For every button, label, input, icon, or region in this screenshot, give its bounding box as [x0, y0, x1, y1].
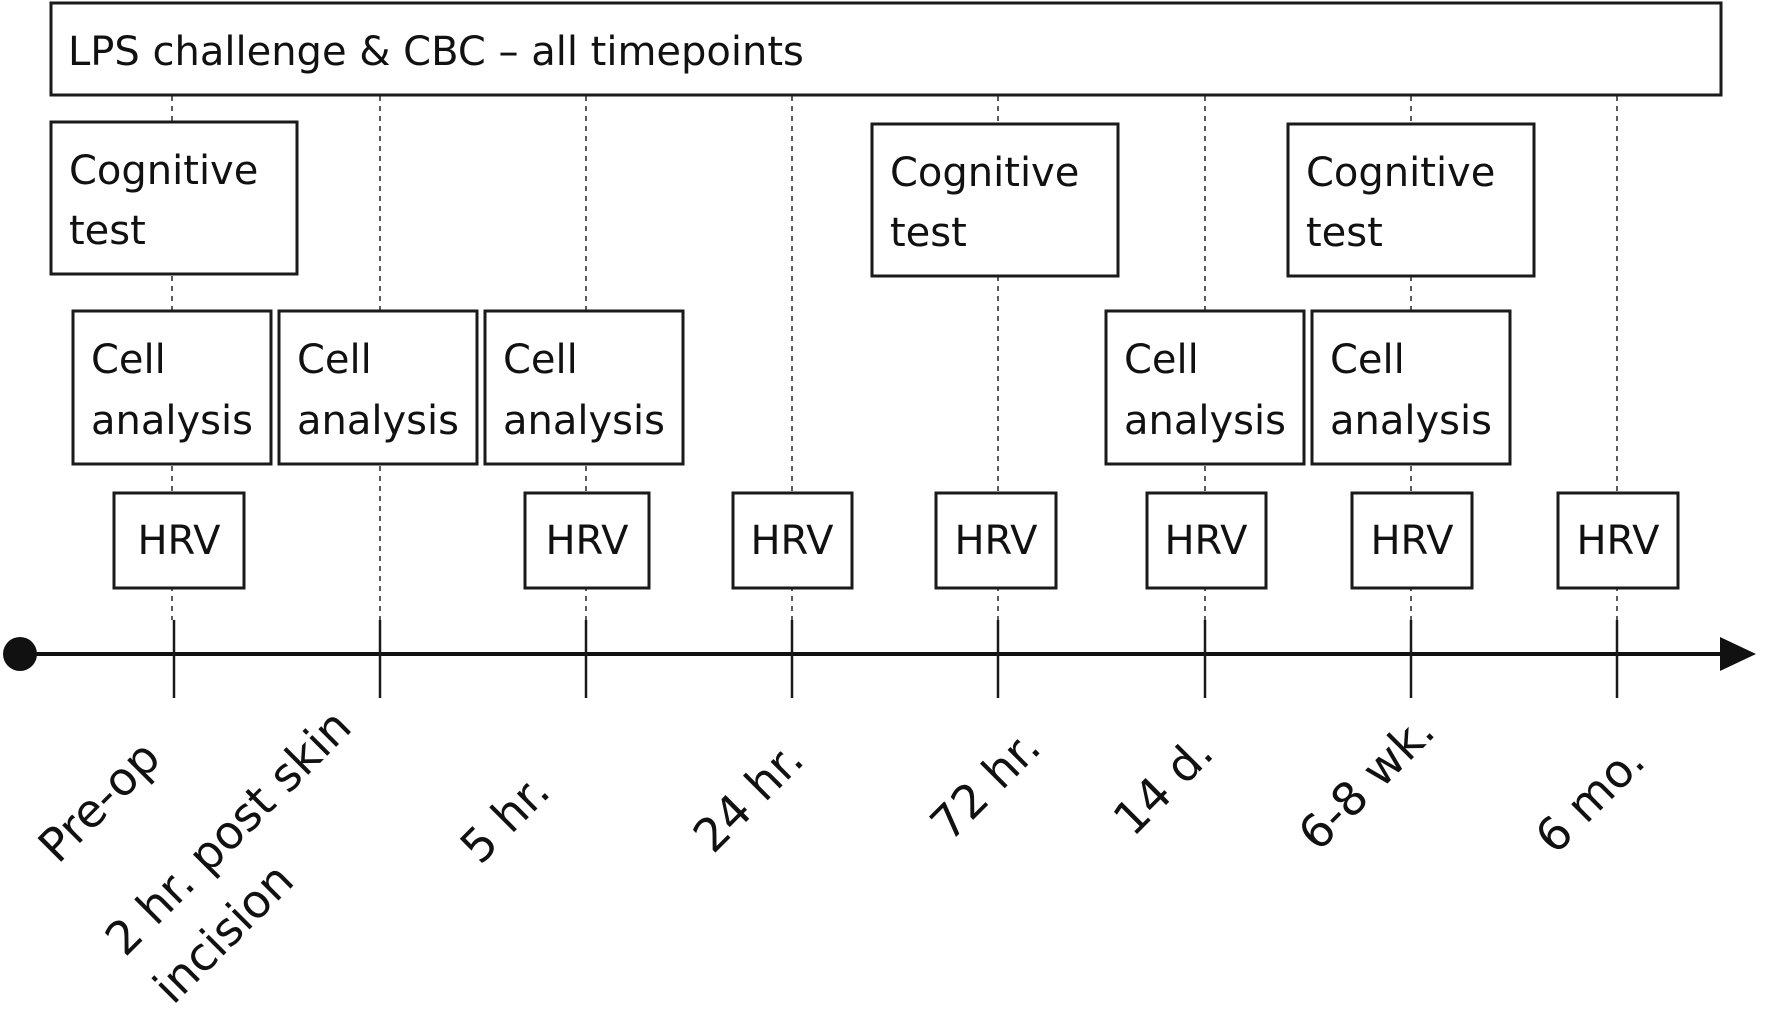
timeline-arrowhead: [1720, 637, 1756, 671]
hrv-label: HRV: [545, 518, 629, 564]
timeline-ticks: [172, 620, 1619, 698]
hrv-box-14d: HRV: [1145, 491, 1268, 590]
hrv-label: HRV: [1164, 518, 1248, 564]
cell-analysis-box-6-8wk: Cell analysis: [1310, 309, 1512, 466]
cell-analysis-label-line2: analysis: [297, 398, 459, 444]
cognitive-test-label-line1: Cognitive: [69, 148, 258, 194]
cognitive-test-label-line2: test: [69, 208, 146, 254]
hrv-box-pre-op: HRV: [112, 491, 246, 590]
cell-analysis-box-14d: Cell analysis: [1104, 309, 1306, 466]
hrv-box-6mo: HRV: [1556, 491, 1680, 590]
cell-analysis-label-line1: Cell: [297, 337, 372, 383]
cell-analysis-box-pre-op: Cell analysis: [71, 309, 273, 466]
hrv-label: HRV: [954, 518, 1038, 564]
cognitive-test-label-line2: test: [890, 210, 967, 256]
timeline-axis: [3, 637, 1756, 671]
cell-analysis-box-5hr: Cell analysis: [483, 309, 685, 466]
cognitive-test-label-line2: test: [1306, 210, 1383, 256]
timeline-start-dot: [3, 637, 37, 671]
header-box-label: LPS challenge & CBC – all timepoints: [68, 29, 804, 75]
cognitive-test-box-72hr: Cognitive test: [870, 122, 1120, 278]
hrv-label: HRV: [1576, 518, 1660, 564]
timepoint-label-pre-op: Pre-op: [28, 730, 171, 873]
hrv-box-72hr: HRV: [934, 491, 1058, 590]
cognitive-test-box-6-8wk: Cognitive test: [1286, 122, 1536, 278]
timepoint-label-6mo: 6 mo.: [1525, 733, 1656, 864]
timepoint-label-14d: 14 d.: [1103, 725, 1224, 846]
header-box: LPS challenge & CBC – all timepoints: [49, 1, 1723, 97]
cognitive-test-label-line1: Cognitive: [890, 150, 1079, 196]
timepoint-label-6-8wk: 6-8 wk.: [1288, 703, 1445, 860]
cell-analysis-box-2hr: Cell analysis: [277, 309, 479, 466]
cognitive-test-box-pre-op: Cognitive test: [49, 120, 299, 276]
timepoint-label-5hr: 5 hr.: [450, 763, 561, 874]
cell-analysis-label-line2: analysis: [1330, 398, 1492, 444]
hrv-label: HRV: [750, 518, 834, 564]
timepoint-labels: Pre-op 2 hr. post skin incision 5 hr. 24…: [28, 699, 1656, 1013]
timepoint-label-24hr: 24 hr.: [683, 732, 814, 863]
cell-analysis-label-line1: Cell: [1330, 337, 1405, 383]
cell-analysis-label-line1: Cell: [1124, 337, 1199, 383]
timepoint-label-72hr: 72 hr.: [920, 720, 1051, 851]
hrv-label: HRV: [137, 518, 221, 564]
hrv-box-5hr: HRV: [523, 491, 651, 590]
hrv-label: HRV: [1370, 518, 1454, 564]
hrv-box-24hr: HRV: [731, 491, 854, 590]
cell-analysis-label-line2: analysis: [91, 398, 253, 444]
cognitive-test-label-line1: Cognitive: [1306, 150, 1495, 196]
hrv-box-6-8wk: HRV: [1350, 491, 1474, 590]
cell-analysis-label-line2: analysis: [503, 398, 665, 444]
cell-analysis-label-line2: analysis: [1124, 398, 1286, 444]
cell-analysis-label-line1: Cell: [91, 337, 166, 383]
cell-analysis-label-line1: Cell: [503, 337, 578, 383]
